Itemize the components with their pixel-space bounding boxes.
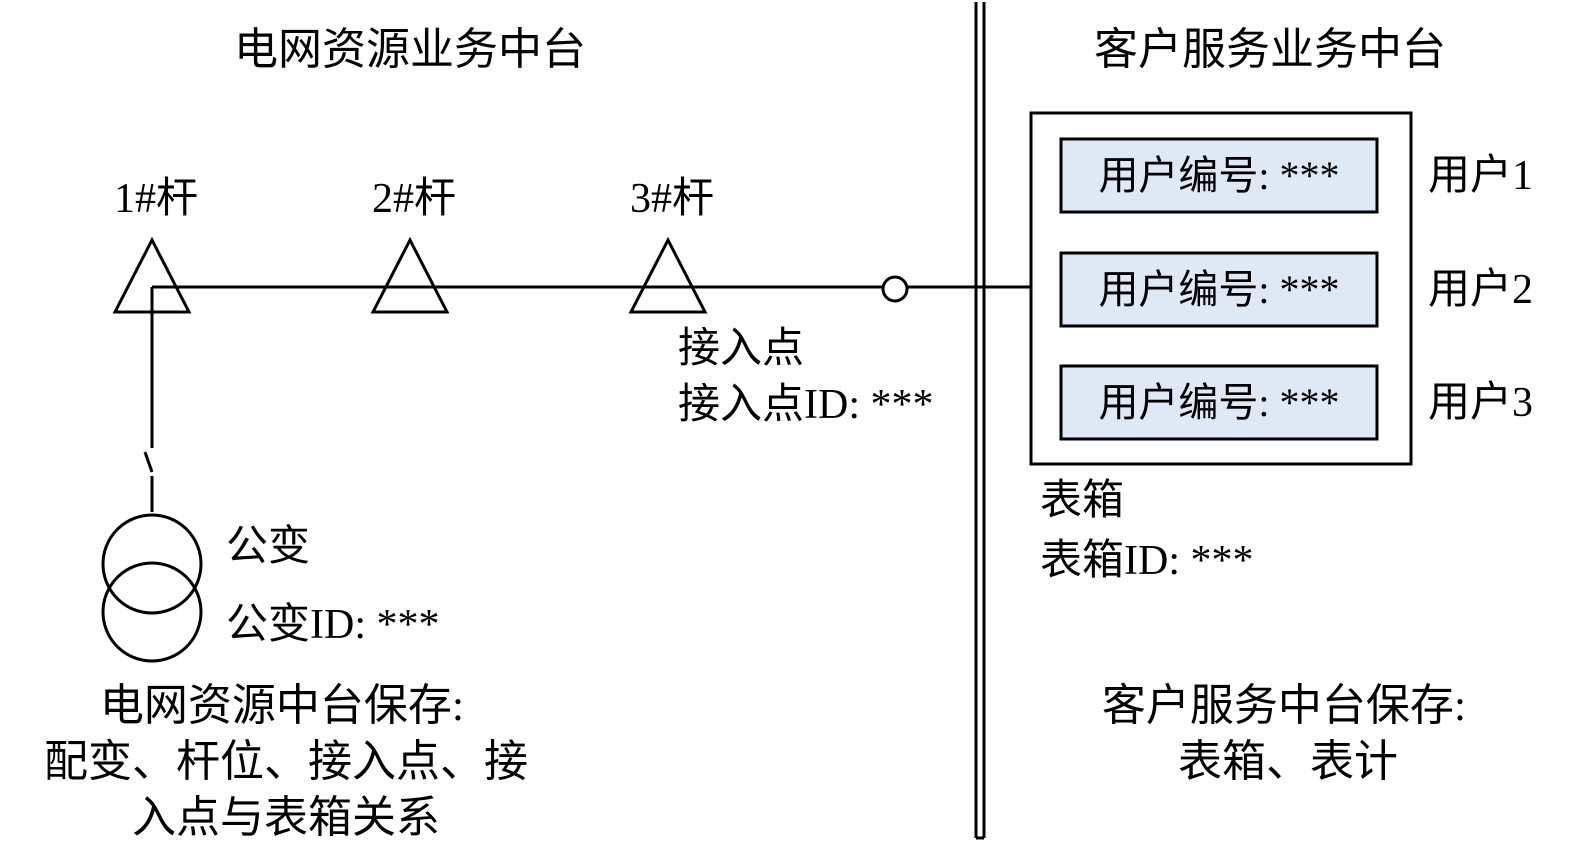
user-number-text-1: 用户编号: *** — [1098, 153, 1339, 198]
user-number-text-3: 用户编号: *** — [1098, 380, 1339, 425]
pole-1-label: 1#杆 — [114, 176, 198, 222]
transformer-icon — [101, 513, 203, 663]
pole-3-icon — [628, 236, 708, 314]
right-note-line-1: 客户服务中台保存: — [1102, 681, 1466, 730]
user-number-field-3 — [1059, 364, 1379, 441]
transformer-label: 公变 — [226, 523, 310, 570]
user-label-2: 用户2 — [1428, 267, 1533, 313]
user-label-1: 用户1 — [1428, 153, 1533, 199]
platform-divider — [974, 2, 986, 840]
user-number-field-1 — [1059, 137, 1379, 214]
access-point-id: 接入点ID: *** — [678, 382, 934, 428]
user-label-3: 用户3 — [1428, 380, 1533, 426]
transformer-drop-line — [143, 287, 154, 512]
transformer-id: 公变ID: *** — [226, 601, 440, 648]
left-note-line-3: 入点与表箱关系 — [132, 793, 440, 842]
pole-2-icon — [370, 236, 450, 314]
left-note-line-2: 配变、杆位、接入点、接 — [44, 737, 528, 786]
left-platform-title: 电网资源业务中台 — [234, 25, 586, 74]
user-number-field-2 — [1059, 251, 1379, 328]
pole-3-label: 3#杆 — [630, 176, 714, 222]
meter-box-id: 表箱ID: *** — [1040, 538, 1254, 584]
access-point-icon — [881, 275, 909, 303]
left-note-line-1: 电网资源中台保存: — [100, 681, 464, 730]
right-platform-title: 客户服务业务中台 — [1094, 25, 1446, 74]
right-note-line-2: 表箱、表计 — [1178, 737, 1398, 786]
access-point-label: 接入点 — [678, 326, 804, 372]
meter-box-label: 表箱 — [1040, 478, 1124, 524]
pole-2-label: 2#杆 — [372, 176, 456, 222]
user-number-text-2: 用户编号: *** — [1098, 267, 1339, 312]
